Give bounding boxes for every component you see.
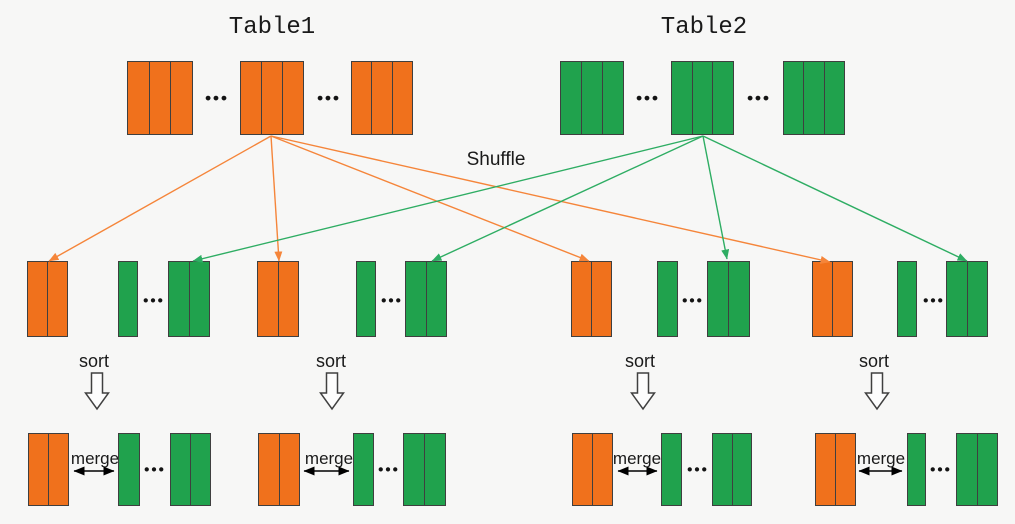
merge-label-3: merge xyxy=(612,449,662,468)
sort-arrow-1 xyxy=(84,372,110,411)
shuffled-table2-block-3 xyxy=(707,261,750,337)
shuffled-table2-small-block-4 xyxy=(897,261,917,337)
shuffle-arrow-table1-3 xyxy=(270,135,590,262)
shuffle-arrow-table2-1 xyxy=(192,135,704,263)
shuffled-table1-block-1 xyxy=(27,261,68,337)
sorted-table1-block-1 xyxy=(28,433,69,506)
ellipsis-dots: ••• xyxy=(378,461,400,479)
shuffled-table1-block-2 xyxy=(257,261,299,337)
sorted-table1-block-4 xyxy=(815,433,856,506)
sorted-table1-block-3 xyxy=(572,433,613,506)
ellipsis-dots: ••• xyxy=(747,88,771,108)
table2-block-3 xyxy=(783,61,845,135)
ellipsis-dots: ••• xyxy=(682,292,704,310)
shuffle-arrow-table1-2 xyxy=(270,135,283,262)
sort-label-4: sort xyxy=(858,351,890,371)
table1-block-3 xyxy=(351,61,413,135)
ellipsis-dots: ••• xyxy=(317,88,341,108)
shuffle-arrow-table2-4 xyxy=(702,135,968,262)
sorted-table2-block-2 xyxy=(403,433,446,506)
sort-arrow-3 xyxy=(630,372,656,411)
ellipsis-dots: ••• xyxy=(923,292,945,310)
sort-arrow-2 xyxy=(319,372,345,411)
sorted-table1-block-2 xyxy=(258,433,300,506)
shuffled-table2-small-block-2 xyxy=(356,261,376,337)
merge-label-4: merge xyxy=(856,449,906,468)
sort-label-1: sort xyxy=(78,351,110,371)
table2-title: Table2 xyxy=(660,14,748,41)
table1-block-2 xyxy=(240,61,304,135)
table2-block-1 xyxy=(560,61,624,135)
sorted-table2-small-block-1 xyxy=(118,433,140,506)
shuffle-arrow-table1-4 xyxy=(270,135,831,264)
ellipsis-dots: ••• xyxy=(687,461,709,479)
shuffled-table1-block-3 xyxy=(571,261,612,337)
shuffled-table2-small-block-1 xyxy=(118,261,138,337)
sort-label-3: sort xyxy=(624,351,656,371)
table2-block-2 xyxy=(671,61,734,135)
table1-block-1 xyxy=(127,61,193,135)
shuffled-table1-block-4 xyxy=(812,261,853,337)
sorted-table2-block-1 xyxy=(170,433,211,506)
ellipsis-dots: ••• xyxy=(930,461,952,479)
shuffle-label: Shuffle xyxy=(466,149,526,170)
merge-label-1: merge xyxy=(70,449,120,468)
ellipsis-dots: ••• xyxy=(636,88,660,108)
sort-label-2: sort xyxy=(315,351,347,371)
shuffled-table2-block-2 xyxy=(405,261,447,337)
shuffle-arrow-table2-3 xyxy=(702,135,730,260)
sorted-table2-block-3 xyxy=(712,433,752,506)
shuffled-table2-small-block-3 xyxy=(657,261,678,337)
sorted-table2-small-block-4 xyxy=(907,433,926,506)
merge-label-2: merge xyxy=(304,449,354,468)
ellipsis-dots: ••• xyxy=(143,292,165,310)
shuffled-table2-block-1 xyxy=(168,261,210,337)
shuffle-arrow-table1-1 xyxy=(48,135,272,262)
table1-title: Table1 xyxy=(228,14,316,41)
sorted-table2-small-block-2 xyxy=(353,433,374,506)
ellipsis-dots: ••• xyxy=(381,292,403,310)
shuffled-table2-block-4 xyxy=(946,261,988,337)
ellipsis-dots: ••• xyxy=(144,461,166,479)
sorted-table2-small-block-3 xyxy=(661,433,682,506)
ellipsis-dots: ••• xyxy=(205,88,229,108)
sort-arrow-4 xyxy=(864,372,890,411)
sorted-table2-block-4 xyxy=(956,433,998,506)
